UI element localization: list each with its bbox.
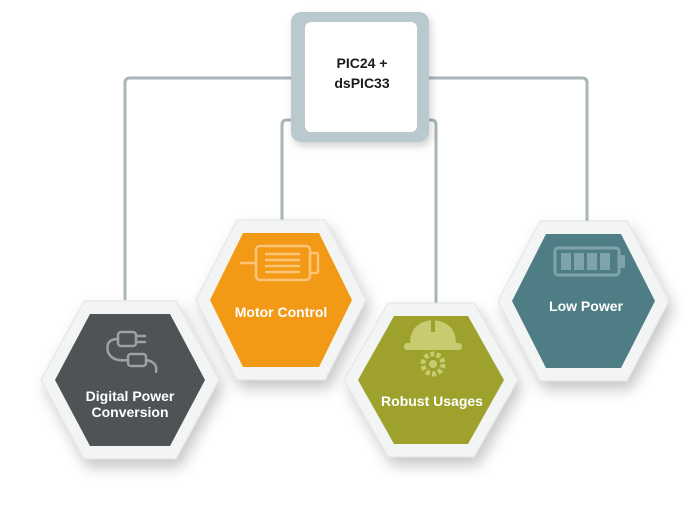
connector-low-power [420,76,589,228]
root-label-line1: PIC24 + [337,55,388,71]
connector-robust-usages [420,118,438,305]
hex-label-digital-power-line2: Conversion [91,404,168,420]
hard-hat-icon [404,318,462,377]
connector-lines [123,76,589,305]
battery-icon [553,246,625,277]
hex-node-robust-usages: Robust Usages [343,302,519,458]
motor-icon [240,244,320,282]
root-node: PIC24 + dsPIC33 [291,12,429,142]
hex-label-motor-control: Motor Control [235,304,328,320]
hex-fill [210,233,352,367]
hex-label-low-power: Low Power [549,298,623,314]
connector-motor-control [280,118,300,226]
hex-fill [358,316,504,444]
hex-label-digital-power-line1: Digital Power [86,388,175,404]
hex-label-robust-usages: Robust Usages [381,393,483,409]
connector-digital-power [123,76,300,300]
root-box [305,22,417,132]
hex-node-low-power: Low Power [497,220,670,382]
hex-node-digital-power: Digital Power Conversion [40,300,220,460]
hex-fill [55,314,205,446]
hex-node-motor-control: Motor Control [195,219,367,381]
root-label-line2: dsPIC33 [334,75,389,91]
power-plug-icon [106,330,158,374]
